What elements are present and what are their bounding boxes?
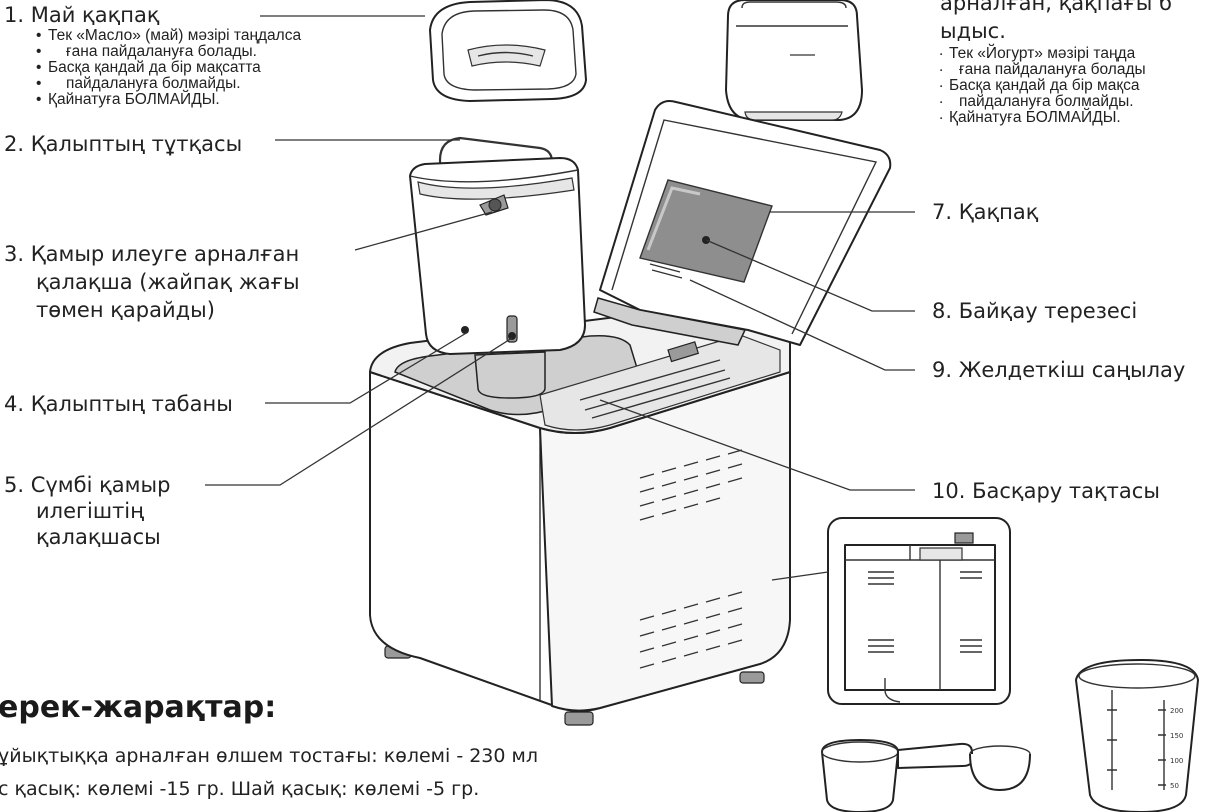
yogurt-container-illustration bbox=[726, 0, 862, 120]
rear-view-inset bbox=[828, 518, 1010, 704]
label-lid: 7. Қақпақ bbox=[932, 199, 1038, 225]
cup-mark-200: 200 bbox=[1170, 707, 1183, 715]
butter-lid-illustration bbox=[430, 0, 586, 101]
notes-yogurt: Тек «Йогурт» мәзірі таңда ғана пайдалану… bbox=[933, 46, 1146, 126]
cup-mark-50: 50 bbox=[1170, 782, 1179, 790]
measuring-spoons-illustration bbox=[822, 740, 1030, 812]
note-butter-5: Қайнатуға БОЛМАЙДЫ. bbox=[32, 92, 301, 108]
label-kneading-blade: 3. Қамыр илеуге арналған bbox=[4, 241, 299, 267]
note-butter-1: Тек «Масло» (май) мәзірі таңдалса bbox=[32, 28, 301, 44]
label-yogurt-container: арналған, қақпағы б bbox=[940, 0, 1172, 16]
accessories-heading: ерек-жарақтар: bbox=[0, 690, 276, 725]
note-butter-2: ғана пайдалануға болады. bbox=[32, 44, 301, 60]
label-pan-base: 4. Қалыптың табаны bbox=[4, 391, 233, 417]
label-kneading-blade-line2: қалақша (жайпақ жағы bbox=[36, 269, 300, 295]
label-pan-handle: 2. Қалыптың тұтқасы bbox=[4, 131, 242, 157]
label-spike-blade: 5. Сүмбі қамыр bbox=[4, 472, 170, 498]
note-yogurt-3: Басқа қандай да бір мақса bbox=[933, 78, 1146, 94]
cup-mark-100: 100 bbox=[1170, 757, 1183, 765]
accessory-measuring-cup: ұйықтыққа арналған өлшем тостағы: көлемі… bbox=[0, 743, 538, 769]
label-vent: 9. Желдеткіш саңылау bbox=[932, 357, 1185, 383]
note-yogurt-1: Тек «Йогурт» мәзірі таңда bbox=[933, 46, 1146, 62]
label-spike-blade-line2: илегіштің bbox=[36, 498, 144, 524]
note-yogurt-2: ғана пайдалануға болады bbox=[933, 62, 1146, 78]
accessory-spoons: с қасық: көлемі -15 гр. Шай қасық: көлем… bbox=[0, 776, 479, 802]
lid-illustration bbox=[594, 101, 890, 345]
label-butter-lid: 1. Май қақпақ bbox=[4, 2, 160, 28]
label-control-panel: 10. Басқару тақтасы bbox=[932, 478, 1160, 504]
label-viewing-window: 8. Байқау терезесі bbox=[932, 298, 1137, 324]
label-yogurt-container-line2: ыдыс. bbox=[940, 18, 1006, 44]
bread-maker-body bbox=[370, 312, 790, 725]
label-kneading-blade-line3: төмен қарайды) bbox=[36, 297, 215, 323]
cup-mark-150: 150 bbox=[1170, 732, 1183, 740]
notes-butter-lid: Тек «Масло» (май) мәзірі таңдалса ғана п… bbox=[32, 28, 301, 108]
label-spike-blade-line3: қалақшасы bbox=[36, 524, 161, 550]
note-yogurt-4: пайдалануға болмайды. bbox=[933, 94, 1146, 110]
note-butter-3: Басқа қандай да бір мақсатта bbox=[32, 60, 301, 76]
note-yogurt-5: Қайнатуға БОЛМАЙДЫ. bbox=[933, 110, 1146, 126]
note-butter-4: пайдалануға болмайды. bbox=[32, 76, 301, 92]
